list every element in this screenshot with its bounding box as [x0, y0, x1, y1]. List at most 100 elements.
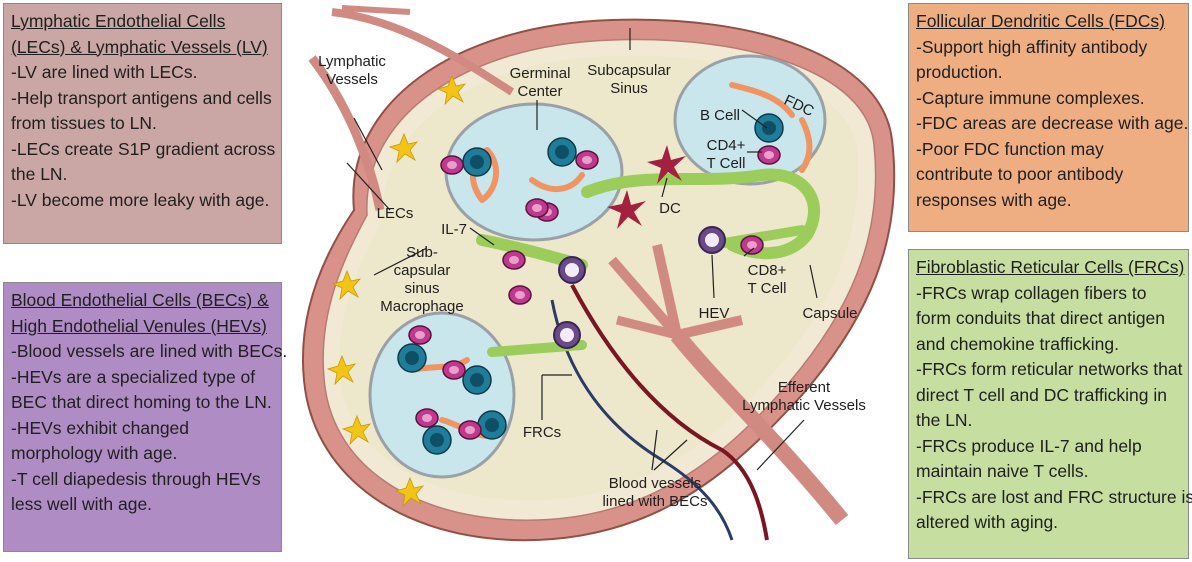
fdc-box-line: responses with age.	[916, 189, 1072, 210]
fdc-info-box: Follicular Dendritic Cells (FDCs) -Suppo…	[908, 3, 1189, 232]
bec-box-line: less well with age.	[11, 494, 153, 514]
t-cell	[757, 145, 781, 165]
fdc-box-line: -Support high affinity antibody	[916, 36, 1148, 57]
cd8-label-2: T Cell	[748, 280, 787, 297]
lymph-node-diagram: Lymphatic Vessels Germinal Center Subcap…	[302, 5, 896, 542]
bec-box-line: -T cell diapedesis through HEVs	[11, 468, 261, 489]
fdc-cell	[529, 172, 585, 192]
frc-box-line: and chemokine trafficking.	[916, 333, 1119, 354]
macrophage-label-4: Macrophage	[380, 298, 463, 315]
frc-network	[581, 168, 820, 260]
efferent-label-2: Lymphatic Vessels	[742, 397, 866, 414]
frc-box-line: the LN.	[916, 410, 973, 430]
b-cell	[754, 113, 784, 143]
macrophage-label-1: Sub-	[406, 244, 438, 261]
il7-label: IL-7	[441, 221, 467, 238]
bec-box-line: BEC that direct homing to the LN.	[11, 392, 272, 412]
b-cell	[462, 147, 492, 177]
lec-info-box: Lymphatic Endothelial Cells (LECs) & Lym…	[3, 3, 282, 244]
blood-vessels-label-1: Blood vessels	[609, 475, 702, 492]
efferent-vessel	[675, 315, 744, 340]
capsule-label: Capsule	[802, 305, 857, 322]
fdc-box-title: Follicular Dendritic Cells (FDCs)	[916, 11, 1165, 31]
afferent-vessel	[341, 5, 411, 15]
dc-label: DC	[659, 200, 681, 217]
t-cell	[408, 325, 432, 345]
hev	[553, 321, 581, 349]
efferent-vessel	[615, 315, 679, 340]
lymphatic-vessels-label-2: Vessels	[326, 71, 378, 88]
lymphatic-vessels-label-1: Lymphatic	[318, 53, 386, 70]
artery-vessel	[570, 284, 769, 541]
vein-vessel	[550, 299, 734, 541]
lec-box-line: -LECs create S1P gradient across	[11, 138, 276, 159]
bec-box-line: -HEVs exhibit changed	[11, 417, 190, 438]
frc-info-box: Fibroblastic Reticular Cells (FRCs) -FRC…	[908, 249, 1192, 559]
bec-box-line: morphology with age.	[11, 443, 178, 463]
bec-info-box: Blood Endothelial Cells (BECs) & High En…	[3, 282, 288, 552]
t-cell	[508, 285, 532, 305]
macrophage-label-2: capsular	[394, 262, 451, 279]
t-cell	[442, 360, 466, 380]
macrophage-label-3: sinus	[404, 280, 439, 297]
cd4-label-1: CD4+	[707, 137, 746, 154]
bec-box-line: -HEVs are a specialized type of	[11, 366, 256, 387]
hev	[698, 226, 726, 254]
lec-box-line: -LV are lined with LECs.	[11, 62, 198, 82]
frc-box-title: Fibroblastic Reticular Cells (FRCs)	[916, 257, 1185, 277]
fdc-box-line: contribute to poor antibody	[916, 164, 1124, 184]
cd4-label-2: T Cell	[707, 155, 746, 172]
t-cell	[740, 235, 764, 255]
lec-box-title-line-2: (LECs) & Lymphatic Vessels (LV)	[11, 36, 268, 57]
bec-box-title-line-2: High Endothelial Venules (HEVs)	[11, 315, 267, 336]
leader-lines	[346, 28, 818, 471]
lec-box-line: from tissues to LN.	[11, 113, 157, 133]
b-cell	[422, 425, 452, 455]
bec-box-line: -Blood vessels are lined with BECs.	[11, 341, 288, 361]
b-cell	[547, 137, 577, 167]
efferent-vessel	[608, 256, 681, 339]
fdc-box-line: production.	[916, 62, 1003, 82]
t-cell	[440, 155, 464, 175]
subcapsular-sinus-label-2: Sinus	[610, 80, 648, 97]
lecs-label: LECs	[377, 205, 414, 222]
efferent-label-1: Efferent	[778, 379, 831, 396]
afferent-vessel	[331, 8, 515, 96]
frc-box-line: altered with aging.	[916, 512, 1059, 532]
t-cell	[415, 408, 439, 428]
frc-box-line: direct T cell and DC trafficking in	[916, 384, 1167, 405]
efferent-vessel	[670, 329, 849, 526]
t-cell	[458, 420, 482, 440]
frc-box-line: -FRCs are lost and FRC structure is	[916, 486, 1192, 507]
b-cell-label: B Cell	[700, 107, 740, 124]
fdc-box-line: -Poor FDC function may	[916, 138, 1104, 159]
efferent-vessel	[652, 243, 682, 337]
fdc-cell	[729, 82, 795, 118]
frc-box-line: maintain naive T cells.	[916, 461, 1089, 481]
blood-vessels-label-2: lined with BECs	[602, 493, 707, 510]
frc-box-line: -FRCs produce IL-7 and help	[916, 435, 1142, 456]
cd8-label-1: CD8+	[748, 262, 787, 279]
fdc-box-line: -Capture immune complexes.	[916, 87, 1145, 108]
germinal-center-label-1: Germinal	[510, 65, 571, 82]
germinal-center-label-2: Center	[517, 83, 562, 100]
lec-box-title-line-1: Lymphatic Endothelial Cells	[11, 11, 226, 31]
fdc-box-line: -FDC areas are decrease with age.	[916, 113, 1189, 133]
t-cell	[575, 150, 599, 170]
frc-box-line: -FRCs form reticular networks that	[916, 359, 1183, 379]
t-cell	[502, 250, 526, 270]
b-cell	[462, 365, 492, 395]
b-cell	[477, 410, 507, 440]
fdc-cell	[799, 117, 813, 173]
hev	[558, 256, 586, 284]
frc-box-line: -FRCs wrap collagen fibers to	[916, 282, 1147, 303]
bec-box-title-line-1: Blood Endothelial Cells (BECs) &	[11, 290, 269, 310]
lec-box-line: the LN.	[11, 164, 68, 184]
lec-box-line: -LV become more leaky with age.	[11, 189, 270, 210]
subcapsular-sinus-label-1: Subcapsular	[587, 62, 670, 79]
lec-box-line: -Help transport antigens and cells	[11, 87, 272, 108]
b-cell	[397, 343, 427, 373]
t-cell	[525, 198, 549, 218]
frcs-label: FRCs	[523, 424, 561, 441]
frc-box-line: form conduits that direct antigen	[916, 308, 1166, 328]
